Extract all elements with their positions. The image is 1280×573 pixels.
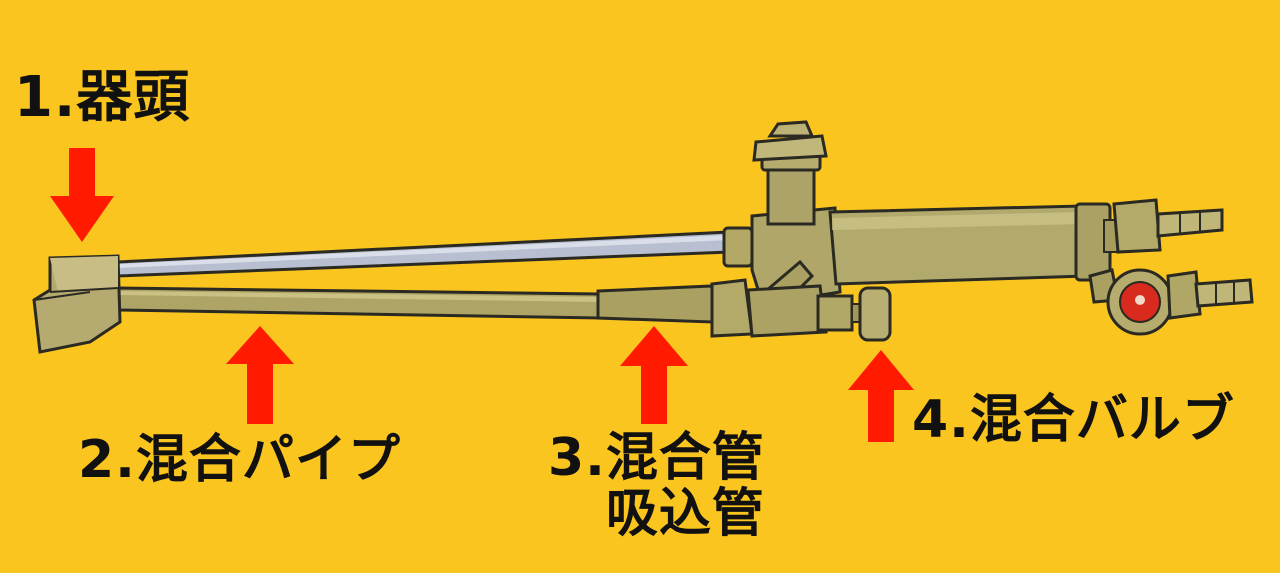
mixing-pipe <box>116 284 714 324</box>
oxygen-valve <box>1088 268 1254 336</box>
label-mixing-tube-line2: 吸込管 <box>605 484 765 545</box>
arrow-head <box>50 148 114 242</box>
label-mixing-tube: 3.混合管 吸込管 <box>548 430 765 542</box>
valve-body <box>710 120 892 342</box>
arrow-mixing-tube <box>620 326 688 424</box>
label-mixing-pipe: 2.混合パイプ <box>78 430 401 490</box>
arrow-mixing-valve <box>848 350 914 442</box>
upper-pipe <box>116 230 732 278</box>
label-head: 1.器頭 <box>14 65 191 130</box>
label-mixing-valve: 4.混合バルブ <box>912 390 1235 450</box>
torch-head <box>32 254 122 354</box>
arrow-mixing-pipe <box>226 326 294 424</box>
label-mixing-tube-line1: 3.混合管 <box>548 428 765 488</box>
handle <box>828 198 1224 286</box>
